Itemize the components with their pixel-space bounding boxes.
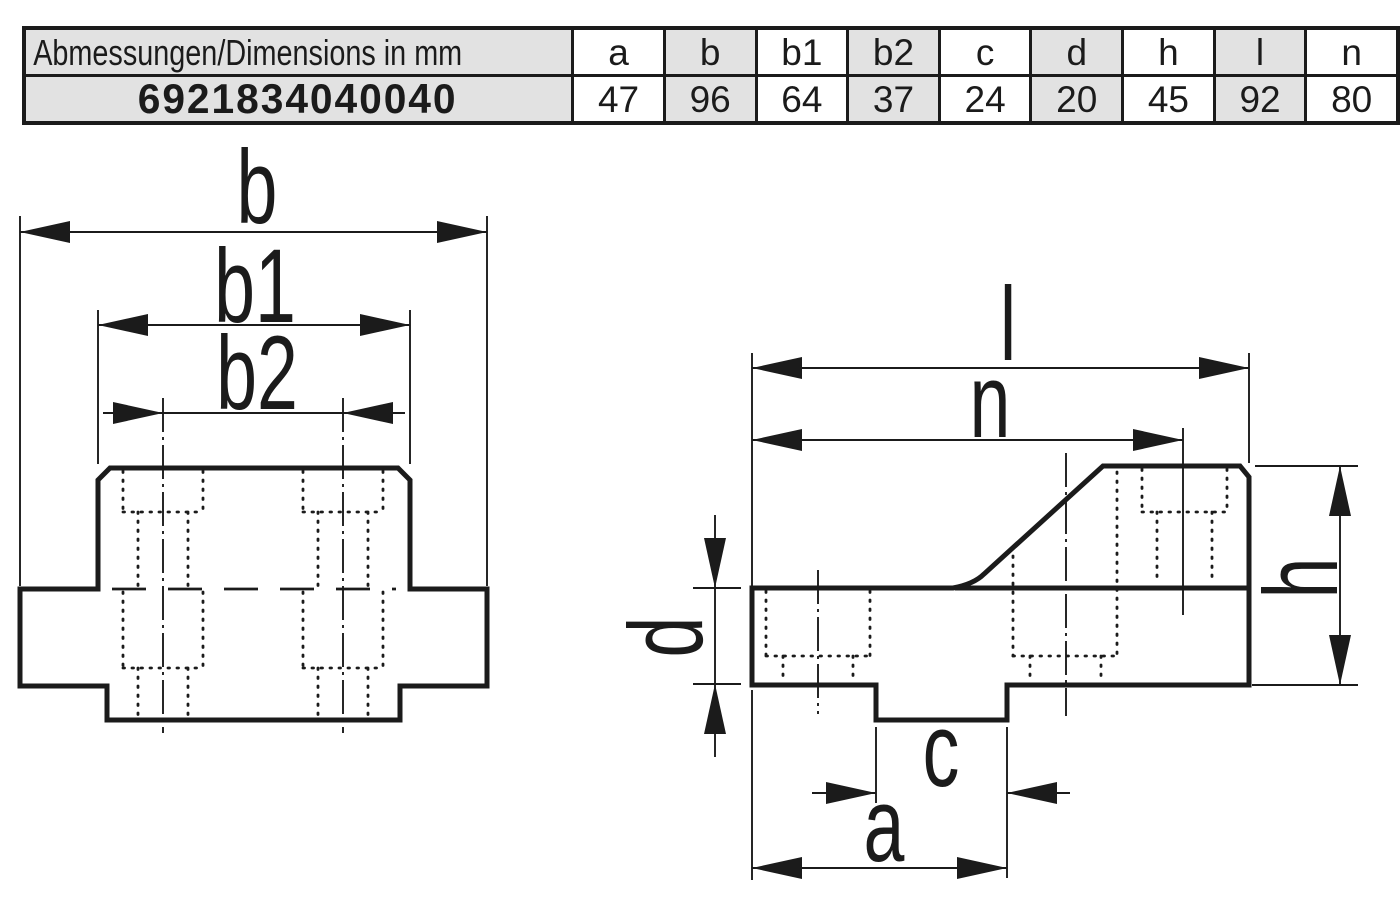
dim-label-n: n bbox=[970, 343, 1011, 460]
arrowhead bbox=[437, 221, 487, 243]
dim-d: d bbox=[608, 515, 741, 757]
dim-label-c: c bbox=[923, 692, 960, 809]
arrowhead bbox=[360, 314, 410, 336]
header-cell-b: b bbox=[662, 26, 758, 77]
arrowhead bbox=[752, 357, 802, 379]
dim-label-h: h bbox=[1243, 558, 1360, 599]
value-cell-c: 24 bbox=[937, 74, 1033, 125]
dim-c: c bbox=[812, 692, 1070, 878]
arrowhead bbox=[1329, 635, 1351, 685]
header-cell-a: a bbox=[571, 26, 666, 77]
dim-b1: b1 bbox=[97, 228, 411, 464]
table-value-row: 6921834040040 47 96 64 37 24 20 45 92 80 bbox=[22, 74, 1400, 125]
dim-label-l: l bbox=[1000, 266, 1016, 383]
side-left-hole-hidden bbox=[764, 589, 872, 685]
front-left-hole-hidden bbox=[121, 469, 205, 720]
arrowhead bbox=[826, 782, 876, 804]
header-cell-b2: b2 bbox=[846, 26, 941, 77]
arrowhead bbox=[343, 402, 393, 424]
header-cell-n: n bbox=[1304, 26, 1400, 77]
arrowhead bbox=[752, 857, 802, 879]
arrowhead bbox=[20, 221, 70, 243]
value-cell-h: 45 bbox=[1121, 74, 1216, 125]
arrowhead bbox=[704, 538, 726, 588]
table-title: Abmessungen/Dimensions in mm bbox=[33, 31, 463, 73]
table-header-row: Abmessungen/Dimensions in mm a b b1 b2 c… bbox=[22, 26, 1400, 77]
dim-b2: b2 bbox=[103, 315, 405, 432]
value-cell-n: 80 bbox=[1304, 74, 1400, 125]
side-wedge-hole-hidden bbox=[1140, 467, 1229, 586]
dim-label-d: d bbox=[608, 617, 725, 658]
value-cell-a: 47 bbox=[571, 74, 666, 125]
front-right-hole-hidden bbox=[301, 469, 385, 720]
header-cell-h: h bbox=[1121, 26, 1216, 77]
arrowhead bbox=[1133, 429, 1183, 451]
arrowhead bbox=[1007, 782, 1057, 804]
arrowhead bbox=[113, 402, 163, 424]
value-cell-b2: 37 bbox=[846, 74, 941, 125]
dim-l: l bbox=[751, 266, 1250, 586]
side-part-outline bbox=[749, 463, 1252, 723]
dim-label-b1: b1 bbox=[214, 228, 296, 345]
arrowhead bbox=[957, 857, 1007, 879]
part-number: 6921834040040 bbox=[138, 75, 458, 122]
value-cell-b1: 64 bbox=[754, 74, 850, 125]
arrowhead bbox=[98, 314, 148, 336]
side-view-drawing: l n d bbox=[608, 266, 1360, 884]
header-cell-d: d bbox=[1029, 26, 1125, 77]
dim-label-b: b bbox=[237, 129, 278, 246]
side-right-hole-hidden bbox=[1011, 470, 1119, 685]
value-cell-l: 92 bbox=[1212, 74, 1308, 125]
front-view-drawing: b b1 b2 bbox=[17, 129, 490, 733]
dim-a: a bbox=[751, 690, 1007, 884]
front-part-outline bbox=[17, 465, 490, 723]
dim-b: b bbox=[19, 129, 488, 586]
value-cell-b: 96 bbox=[662, 74, 758, 125]
arrowhead bbox=[752, 429, 802, 451]
dimensions-table: Abmessungen/Dimensions in mm a b b1 b2 c… bbox=[22, 26, 1400, 125]
value-cell-d: 20 bbox=[1029, 74, 1125, 125]
header-cell-l: l bbox=[1212, 26, 1308, 77]
header-cell-c: c bbox=[937, 26, 1033, 77]
value-cell-partnumber: 6921834040040 bbox=[22, 74, 575, 125]
header-cell-b1: b1 bbox=[754, 26, 850, 77]
arrowhead bbox=[704, 684, 726, 734]
arrowhead bbox=[1199, 357, 1249, 379]
dim-n: n bbox=[752, 343, 1184, 615]
dim-label-a: a bbox=[864, 767, 905, 884]
dim-label-b2: b2 bbox=[216, 315, 298, 432]
arrowhead bbox=[1329, 466, 1351, 516]
dim-h: h bbox=[1243, 465, 1360, 686]
header-cell-label: Abmessungen/Dimensions in mm bbox=[22, 26, 575, 77]
